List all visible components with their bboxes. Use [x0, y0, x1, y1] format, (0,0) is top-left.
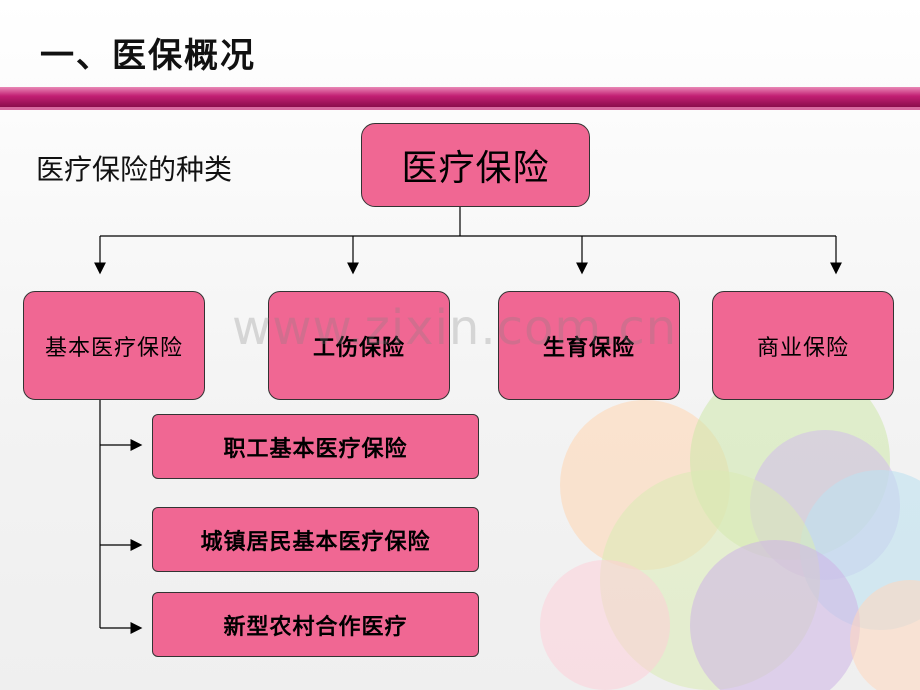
decor-bubble: [540, 560, 670, 690]
slide-title: 一、医保概况: [40, 36, 256, 76]
node-category-basic: 基本医疗保险: [23, 291, 205, 400]
node-root: 医疗保险: [361, 123, 590, 207]
node-category-injury: 工伤保险: [268, 291, 450, 400]
node-sub-urban-resident: 城镇居民基本医疗保险: [152, 507, 479, 572]
node-category-maternity: 生育保险: [498, 291, 680, 400]
node-category-commercial: 商业保险: [712, 291, 894, 400]
title-bar-underline: [0, 107, 920, 110]
watermark: www.zixin.com.cn: [232, 300, 678, 356]
decor-bubble: [690, 540, 860, 690]
title-bar: [0, 87, 920, 107]
slide-subtitle: 医疗保险的种类: [36, 153, 233, 186]
node-sub-rural-coop: 新型农村合作医疗: [152, 592, 479, 657]
node-sub-employee: 职工基本医疗保险: [152, 414, 479, 479]
